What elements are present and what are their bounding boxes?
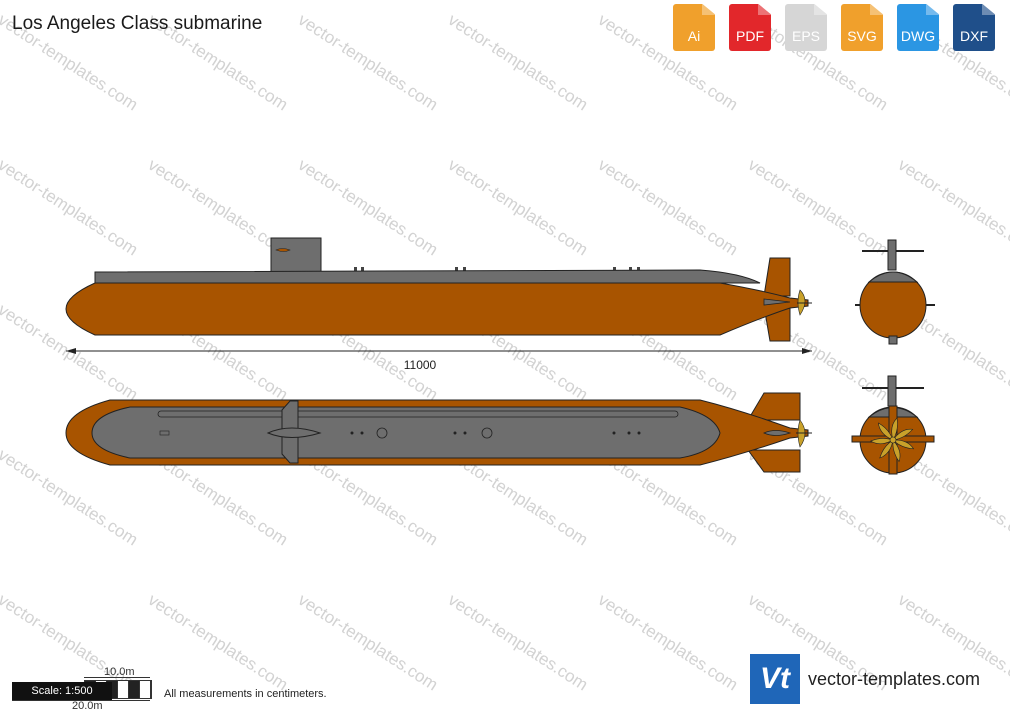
deck-fitting: [463, 431, 467, 435]
pdf-format-icon[interactable]: PDF: [729, 4, 771, 51]
vt-logo[interactable]: Vt: [750, 654, 800, 704]
sail: [270, 237, 322, 273]
eps-format-icon[interactable]: EPS: [785, 4, 827, 51]
site-link[interactable]: vector-templates.com: [808, 669, 981, 689]
deck-fitting: [629, 267, 632, 271]
stern-plane-right: [747, 449, 801, 473]
arrow-right-icon: [802, 348, 812, 354]
svg-format-icon[interactable]: SVG: [841, 4, 883, 51]
keel: [888, 335, 898, 345]
deck-fitting: [613, 267, 616, 271]
page-title: Los Angeles Class submarine: [12, 13, 263, 34]
ai-format-icon[interactable]: Ai: [673, 4, 715, 51]
deck-top: [91, 406, 721, 459]
format-label: EPS: [791, 28, 820, 44]
measurement-note: All measurements in centimeters.: [164, 688, 327, 700]
deck-fitting: [612, 431, 616, 435]
deck-hatch-round: [481, 427, 493, 439]
format-label: PDF: [736, 28, 764, 44]
scale-line: [84, 677, 150, 678]
deck-fitting: [455, 267, 458, 271]
deck: [94, 269, 761, 284]
format-label: SVG: [847, 28, 877, 44]
scale-bottom-label: 20.0m: [72, 700, 103, 712]
format-label: DWG: [900, 28, 936, 44]
deck-fitting: [463, 267, 466, 271]
sail: [887, 375, 897, 407]
format-label: DXF: [960, 28, 988, 44]
dimension-line: [66, 348, 812, 354]
rear-view: [851, 375, 935, 475]
front-view: [855, 239, 935, 345]
hull: [65, 282, 809, 336]
upper-rudder: [763, 257, 791, 297]
deck-fitting: [453, 431, 457, 435]
top-view: [65, 392, 812, 473]
side-view: [65, 237, 812, 342]
deck-fitting: [627, 431, 631, 435]
deck-fitting: [350, 431, 354, 435]
deck-fitting: [361, 267, 364, 271]
propeller-blades: [870, 417, 915, 463]
format-icons: Ai PDF EPS SVG DWG DXF: [673, 4, 995, 51]
rudder-top: [763, 430, 792, 436]
scale-top-label: 10.0m: [104, 666, 135, 678]
stern-plane-left: [747, 392, 801, 421]
scale-line: [12, 700, 150, 701]
stern-plane: [763, 298, 791, 306]
scale-label: Scale: 1:500: [12, 682, 112, 700]
sail-plane: [275, 248, 291, 252]
dwg-format-icon[interactable]: DWG: [897, 4, 939, 51]
deck-fitting: [159, 430, 170, 436]
length-label: 11000: [404, 358, 437, 372]
arrow-left-icon: [66, 348, 76, 354]
dxf-format-icon[interactable]: DXF: [953, 4, 995, 51]
sail: [887, 239, 897, 271]
deck-section: [867, 271, 919, 283]
deck-hatch-round: [376, 427, 388, 439]
deck-hatch: [157, 410, 679, 418]
format-label: Ai: [687, 28, 701, 44]
sail-top: [266, 427, 322, 438]
deck-fitting: [637, 267, 640, 271]
deck-fitting: [354, 267, 357, 271]
deck-fitting: [360, 431, 364, 435]
deck-fitting: [637, 431, 641, 435]
